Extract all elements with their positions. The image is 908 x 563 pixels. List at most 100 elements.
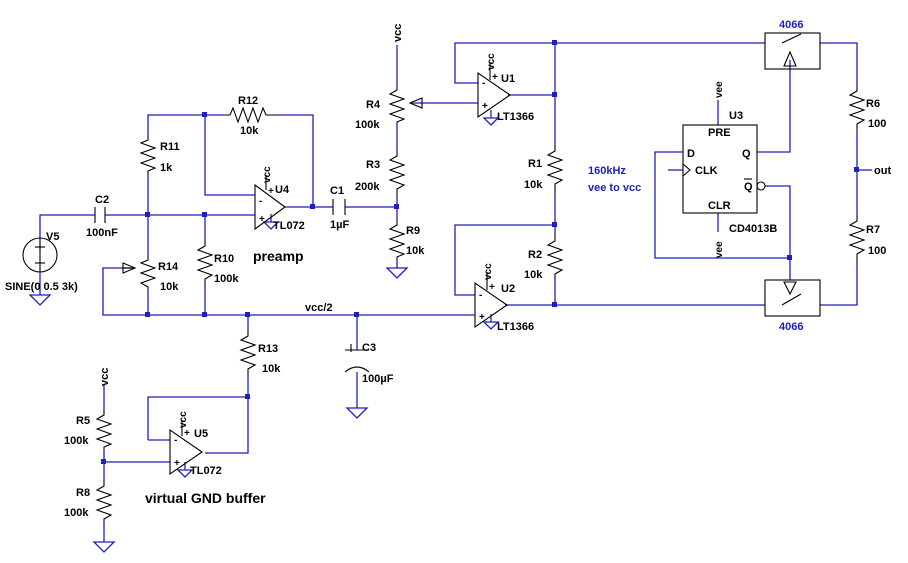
- resistor-r6: [848, 85, 866, 130]
- u5-minus: -: [174, 435, 177, 446]
- resistor-r4: [388, 85, 406, 125]
- r3-ref: R3: [366, 159, 380, 171]
- resistors: [95, 85, 866, 522]
- junctions: [101, 40, 859, 464]
- net-vcc-u1: vcc: [486, 53, 497, 70]
- resistor-r2: [546, 235, 564, 280]
- net-vcc-r5: vcc: [99, 368, 111, 386]
- switch-bottom-4066: [764, 279, 821, 317]
- u2-plus: +: [479, 312, 485, 323]
- net-out: out: [874, 165, 891, 177]
- r4-value: 100k: [355, 119, 380, 131]
- r13-value: 10k: [262, 363, 281, 375]
- resistor-r11: [139, 135, 157, 175]
- r10-ref: R10: [214, 253, 234, 265]
- r1-value: 10k: [524, 179, 543, 191]
- r14-ref: R14: [158, 261, 179, 273]
- r10-value: 100k: [214, 273, 239, 285]
- r8-ref: R8: [76, 487, 90, 499]
- opamp-u2: [474, 281, 508, 329]
- r12-value: 10k: [240, 125, 259, 137]
- r9-ref: R9: [406, 225, 420, 237]
- ff-pin-q: Q: [742, 148, 751, 160]
- r3-value: 200k: [355, 181, 380, 193]
- note-preamp: preamp: [253, 248, 304, 264]
- note-clock: 160kHz: [588, 165, 626, 177]
- resistor-r1: [546, 145, 564, 195]
- v5-ref: V5: [46, 231, 59, 243]
- net-vee-clr: vee: [714, 241, 725, 258]
- ground-icon: [92, 541, 116, 553]
- voltage-source-v5: [22, 237, 58, 295]
- resistor-r12: [225, 106, 275, 124]
- r13-ref: R13: [258, 343, 278, 355]
- opamp-u1: [477, 71, 511, 119]
- pot-arrowhead-r4: [408, 97, 423, 109]
- u1-minus: -: [482, 78, 485, 89]
- ff-pin-clk: CLK: [695, 165, 718, 177]
- u1-plus: +: [482, 101, 488, 112]
- u2-ref: U2: [501, 283, 515, 295]
- net-vcc-u4: vcc: [262, 166, 273, 183]
- u4-ref: U4: [275, 184, 290, 196]
- u5-value: TL072: [190, 465, 222, 477]
- net-vcc-r4: vcc: [392, 24, 404, 42]
- u4-value: TL072: [273, 220, 305, 232]
- v5-value: SINE(0 0.5 3k): [5, 281, 78, 293]
- r2-value: 10k: [524, 269, 543, 281]
- resistor-r7: [848, 215, 866, 262]
- u5-plus: +: [174, 458, 180, 469]
- u2-value: LT1366: [497, 321, 534, 333]
- r11-value: 1k: [160, 162, 173, 174]
- r7-ref: R7: [866, 224, 880, 236]
- opamps: [169, 62, 511, 476]
- u5-vplus: +: [184, 428, 190, 439]
- u1-vplus: +: [492, 72, 498, 83]
- resistor-r5: [95, 410, 113, 450]
- ground-icon: [385, 267, 409, 279]
- resistor-r9: [388, 220, 406, 260]
- net-vcc-half: vcc/2: [305, 302, 333, 314]
- r14-value: 10k: [160, 281, 179, 293]
- net-vcc-u2: vcc: [483, 263, 494, 280]
- capacitors: [94, 199, 370, 373]
- resistor-r3: [388, 150, 406, 195]
- u4-minus: -: [259, 196, 262, 207]
- c2-ref: C2: [95, 194, 109, 206]
- r11-ref: R11: [160, 141, 180, 153]
- note-clock-range: vee to vcc: [588, 182, 641, 194]
- c3-ref: C3: [362, 342, 376, 354]
- note-buffer: virtual GND buffer: [145, 490, 266, 506]
- r6-ref: R6: [866, 98, 880, 110]
- resistor-r8: [95, 480, 113, 522]
- u2-vplus: +: [489, 282, 495, 293]
- u2-minus: -: [479, 290, 482, 301]
- r2-ref: R2: [528, 249, 542, 261]
- r1-ref: R1: [528, 158, 542, 170]
- ff-pin-d: D: [687, 148, 695, 160]
- net-vcc-u5: vcc: [178, 411, 189, 428]
- ff-pin-clr: CLR: [708, 200, 731, 212]
- r6-value: 100: [868, 118, 886, 130]
- u1-ref: U1: [501, 73, 515, 85]
- switch-top-label: 4066: [779, 19, 803, 31]
- net-vee-pre: vee: [714, 81, 725, 98]
- u4-plus: +: [259, 214, 265, 225]
- r4-ref: R4: [366, 99, 381, 111]
- u5-ref: U5: [194, 428, 208, 440]
- switch-top-4066: [764, 32, 821, 70]
- r8-value: 100k: [64, 507, 89, 519]
- u3-ref: U3: [729, 110, 743, 122]
- ground-icon: [482, 321, 500, 330]
- switch-bottom-label: 4066: [779, 321, 803, 333]
- ground-icon: [345, 407, 369, 419]
- resistor-r14: [139, 255, 157, 290]
- u1-value: LT1366: [497, 111, 534, 123]
- r12-ref: R12: [238, 95, 258, 107]
- opamp-u5: [169, 428, 203, 476]
- pot-arrowhead-r14: [122, 262, 137, 274]
- c2-value: 100nF: [86, 227, 118, 239]
- c3-value: 100µF: [362, 373, 394, 385]
- ff-pin-pre: PRE: [708, 127, 731, 139]
